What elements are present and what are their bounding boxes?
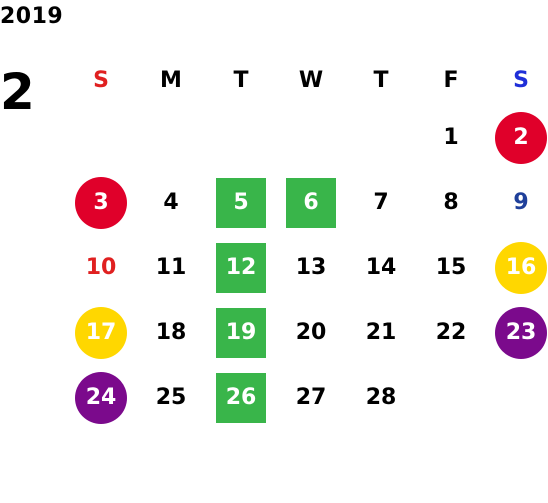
day-cell[interactable]: 17 — [66, 300, 136, 365]
day-cell[interactable]: 18 — [136, 300, 206, 365]
day-cell-empty — [346, 105, 416, 170]
day-cell-empty — [136, 105, 206, 170]
day-cell-empty — [416, 365, 486, 430]
day-cell[interactable]: 8 — [416, 170, 486, 235]
day-number-yellow-circle: 16 — [495, 241, 547, 294]
day-cell[interactable]: 2 — [486, 105, 548, 170]
day-number-red-circle: 3 — [75, 176, 127, 229]
day-cell-empty — [486, 365, 548, 430]
day-cell[interactable]: 23 — [486, 300, 548, 365]
day-cell[interactable]: 14 — [346, 235, 416, 300]
calendar-grid: S M T W T F S 1 2 3 4 5 6 7 8 9 10 11 12… — [66, 55, 548, 430]
week-row: 1 2 — [66, 105, 548, 170]
day-number: 13 — [295, 255, 327, 280]
day-cell[interactable]: 10 — [66, 235, 136, 300]
day-cell[interactable]: 26 — [206, 365, 276, 430]
day-number: 7 — [373, 190, 389, 215]
weekday-monday: M — [160, 67, 182, 93]
day-cell-empty — [66, 105, 136, 170]
week-row: 10 11 12 13 14 15 16 — [66, 235, 548, 300]
day-number: 28 — [365, 385, 397, 410]
day-cell[interactable]: 21 — [346, 300, 416, 365]
weekday-thursday: T — [373, 67, 389, 93]
day-cell[interactable]: 9 — [486, 170, 548, 235]
day-cell[interactable]: 11 — [136, 235, 206, 300]
day-cell[interactable]: 25 — [136, 365, 206, 430]
weekday-friday: F — [443, 67, 459, 93]
day-number-red-circle: 2 — [495, 111, 547, 164]
day-number-purple-circle: 24 — [75, 371, 127, 424]
day-number: 14 — [365, 255, 397, 280]
day-cell[interactable]: 3 — [66, 170, 136, 235]
day-cell[interactable]: 24 — [66, 365, 136, 430]
weekday-sunday: S — [93, 67, 109, 93]
day-number: 25 — [155, 385, 187, 410]
day-cell[interactable]: 20 — [276, 300, 346, 365]
day-number-green-square: 26 — [216, 372, 266, 423]
day-cell[interactable]: 6 — [276, 170, 346, 235]
day-number-green-square: 12 — [216, 242, 266, 293]
day-number-yellow-circle: 17 — [75, 306, 127, 359]
day-number: 4 — [163, 190, 179, 215]
day-number: 22 — [435, 320, 467, 345]
day-number-saturday: 9 — [513, 190, 529, 215]
week-row: 17 18 19 20 21 22 23 — [66, 300, 548, 365]
day-cell[interactable]: 19 — [206, 300, 276, 365]
week-row: 3 4 5 6 7 8 9 — [66, 170, 548, 235]
day-number: 8 — [443, 190, 459, 215]
day-number: 15 — [435, 255, 467, 280]
weekday-wednesday: W — [298, 67, 324, 93]
day-number: 11 — [155, 255, 187, 280]
year-label: 2019 — [0, 4, 64, 29]
month-number: 2 — [0, 63, 35, 121]
day-cell[interactable]: 27 — [276, 365, 346, 430]
day-cell[interactable]: 22 — [416, 300, 486, 365]
day-number: 21 — [365, 320, 397, 345]
day-cell[interactable]: 13 — [276, 235, 346, 300]
day-cell[interactable]: 16 — [486, 235, 548, 300]
day-cell[interactable]: 4 — [136, 170, 206, 235]
day-cell-empty — [276, 105, 346, 170]
day-cell[interactable]: 28 — [346, 365, 416, 430]
weekday-tuesday: T — [233, 67, 249, 93]
day-number-sunday: 10 — [85, 255, 117, 280]
week-row: 24 25 26 27 28 — [66, 365, 548, 430]
weekday-saturday: S — [513, 67, 529, 93]
day-number-purple-circle: 23 — [495, 306, 547, 359]
day-cell[interactable]: 5 — [206, 170, 276, 235]
day-cell[interactable]: 12 — [206, 235, 276, 300]
day-cell[interactable]: 15 — [416, 235, 486, 300]
day-number-green-square: 19 — [216, 307, 266, 358]
day-cell[interactable]: 7 — [346, 170, 416, 235]
day-number-green-square: 5 — [216, 177, 266, 228]
day-number: 20 — [295, 320, 327, 345]
day-number: 18 — [155, 320, 187, 345]
day-number-green-square: 6 — [286, 177, 336, 228]
day-cell-empty — [206, 105, 276, 170]
day-number: 1 — [443, 125, 459, 150]
weekday-header-row: S M T W T F S — [66, 55, 548, 105]
day-number: 27 — [295, 385, 327, 410]
day-cell[interactable]: 1 — [416, 105, 486, 170]
